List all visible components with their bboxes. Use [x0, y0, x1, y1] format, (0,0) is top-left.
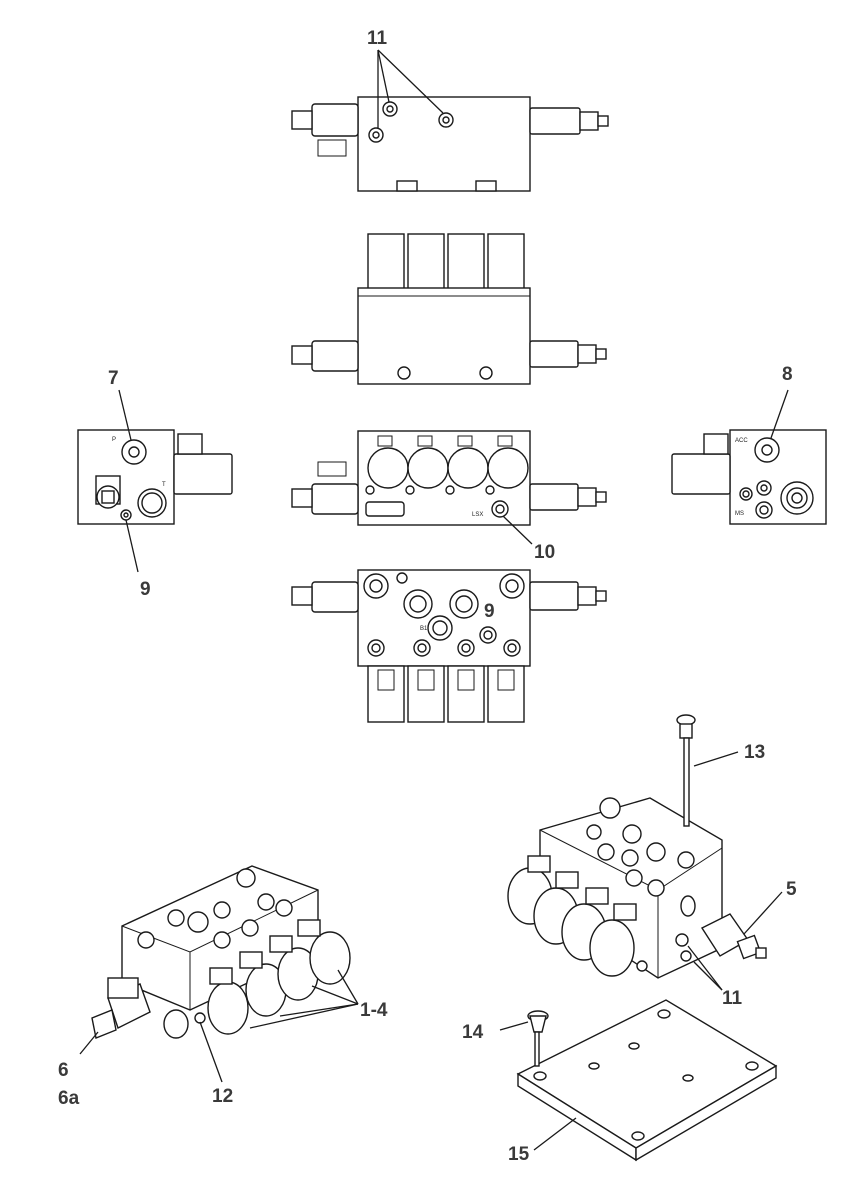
callout-12: 12	[212, 1086, 233, 1107]
callout-9-mid: 9	[484, 601, 495, 622]
callout-15: 15	[508, 1144, 530, 1165]
callout-11-bottom: 11	[722, 988, 743, 1009]
view-bottom: B1	[291, 569, 607, 723]
port-label-b1: B1	[420, 626, 428, 632]
callout-13: 13	[744, 742, 765, 763]
callout-10: 10	[534, 542, 555, 563]
callout-11-top: 11	[367, 28, 388, 49]
base-plate	[516, 999, 778, 1162]
view-front	[291, 233, 607, 385]
view-rear: LSX	[291, 430, 607, 545]
callout-14: 14	[462, 1022, 484, 1043]
port-label-p: P	[112, 437, 116, 443]
callout-7: 7	[108, 368, 119, 389]
callout-9-left: 9	[140, 579, 151, 600]
callout-8: 8	[782, 364, 793, 385]
callout-5: 5	[786, 879, 797, 900]
view-left-side: P T	[77, 389, 233, 573]
port-label-t: T	[162, 482, 166, 488]
port-label-lsx: LSX	[472, 512, 483, 518]
callout-1-4: 1-4	[360, 1000, 388, 1021]
callout-6a: 6a	[58, 1088, 80, 1109]
iso-valve-block-front	[79, 865, 359, 1083]
view-right-side: ACC MS	[671, 389, 827, 525]
callout-6: 6	[58, 1060, 69, 1081]
iso-valve-block-rear	[507, 714, 783, 991]
view-top	[291, 49, 609, 192]
screw-14	[499, 1010, 549, 1067]
port-label-acc: ACC	[735, 438, 748, 444]
port-label-ms: MS	[735, 511, 744, 517]
